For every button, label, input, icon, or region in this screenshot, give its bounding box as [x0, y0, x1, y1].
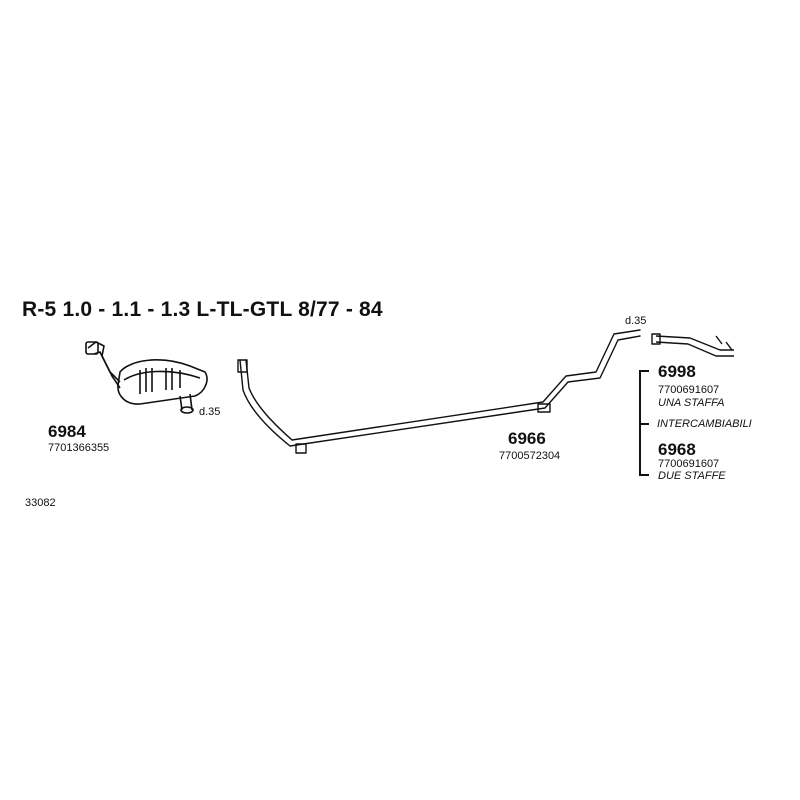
- tail-pipe-diameter: d.35: [625, 315, 647, 327]
- option2-note: DUE STAFFE: [658, 470, 726, 482]
- option2-oem-number: 7700691607: [658, 458, 720, 470]
- pipe-drawing: [237, 329, 641, 454]
- tail-pipe-drawing: [651, 333, 734, 357]
- options-bracket-bottom: [639, 474, 649, 476]
- page-title: R-5 1.0 - 1.1 - 1.3 L-TL-GTL 8/77 - 84: [22, 298, 383, 321]
- option1-oem-number: 7700691607: [658, 384, 720, 396]
- options-bracket-middle: [639, 423, 649, 425]
- option1-note: UNA STAFFA: [658, 397, 725, 409]
- option2-part-number: 6968: [658, 440, 696, 459]
- options-bracket-top: [639, 370, 649, 372]
- pipe-part-number: 6966: [508, 429, 546, 448]
- pipe-oem-number: 7700572304: [499, 450, 561, 462]
- option1-part-number: 6998: [658, 362, 696, 381]
- muffler-oem-number: 7701366355: [48, 442, 110, 454]
- muffler-part-number: 6984: [48, 422, 86, 441]
- muffler-drawing: [85, 341, 208, 414]
- catalog-code: 33082: [25, 497, 56, 509]
- muffler-diameter: d.35: [199, 406, 221, 418]
- interchange-note: INTERCAMBIABILI: [657, 418, 752, 430]
